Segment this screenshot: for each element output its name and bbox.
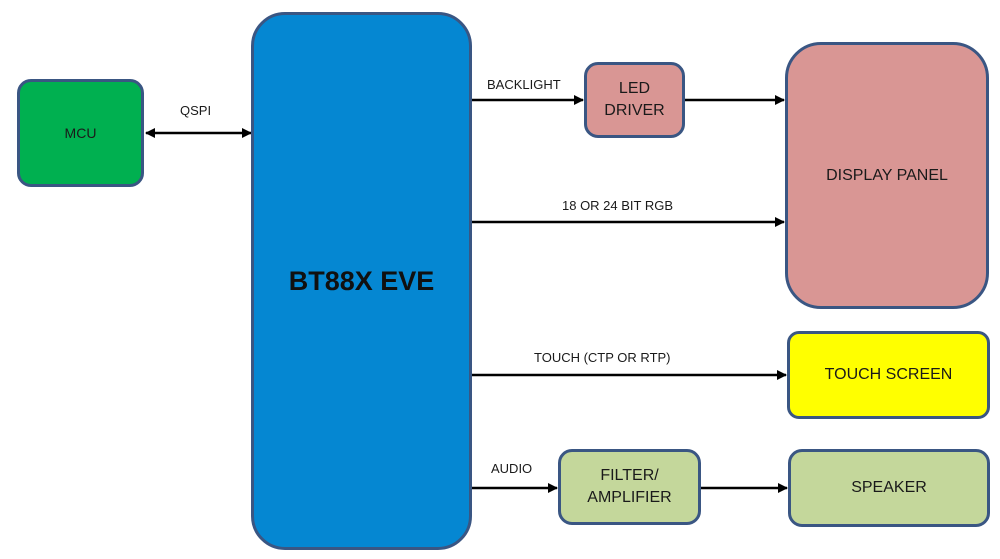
audio-label: AUDIO: [491, 461, 533, 476]
speaker-label: SPEAKER: [851, 479, 927, 496]
display-panel-block: DISPLAY PANEL: [785, 42, 989, 309]
touch-label: TOUCH (CTP OR RTP): [534, 350, 671, 365]
eve-label: BT88X EVE: [288, 266, 435, 296]
led-driver-label: LED DRIVER: [604, 80, 665, 119]
rgb-label: 18 OR 24 BIT RGB: [562, 198, 674, 213]
qspi-label: QSPI: [180, 103, 212, 118]
filter-amplifier-label: FILTER/ AMPLIFIER: [587, 467, 672, 506]
speaker-block: SPEAKER: [788, 449, 990, 527]
touch-screen-block: TOUCH SCREEN: [787, 331, 990, 419]
backlight-label: BACKLIGHT: [487, 77, 561, 92]
led-driver-block: LED DRIVER: [584, 62, 685, 138]
mcu-label: MCU: [64, 125, 97, 141]
mcu-block: MCU: [17, 79, 144, 187]
display-panel-label: DISPLAY PANEL: [826, 166, 948, 184]
filter-amplifier-block: FILTER/ AMPLIFIER: [558, 449, 701, 525]
eve-block: BT88X EVE: [251, 12, 472, 550]
touch-screen-label: TOUCH SCREEN: [824, 366, 953, 383]
